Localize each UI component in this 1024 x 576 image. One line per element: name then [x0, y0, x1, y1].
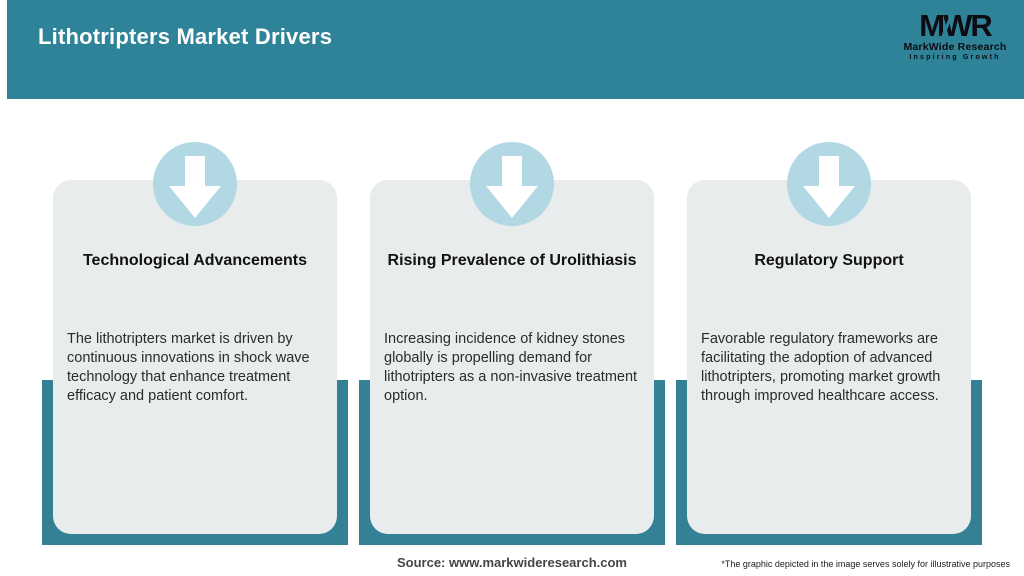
driver-card: Regulatory Support Favorable regulatory … — [687, 180, 971, 534]
driver-card: Rising Prevalence of Urolithiasis Increa… — [370, 180, 654, 534]
down-arrow-icon — [153, 142, 237, 226]
source-text: Source: www.markwideresearch.com — [396, 555, 627, 570]
page-title: Lithotripters Market Drivers — [38, 24, 333, 49]
card-title: Regulatory Support — [754, 252, 904, 269]
driver-column-rising-prevalence: Rising Prevalence of Urolithiasis Increa… — [359, 142, 665, 545]
logo-monogram: MWR — [919, 8, 992, 43]
card-body: Increasing incidence of kidney stones gl… — [384, 331, 638, 404]
logo-company-name: MarkWide Research — [903, 41, 1007, 53]
down-arrow-icon — [470, 142, 554, 226]
card-title: Technological Advancements — [82, 252, 308, 269]
driver-column-regulatory-support: Regulatory Support Favorable regulatory … — [676, 142, 982, 545]
disclaimer-text: *The graphic depicted in the image serve… — [721, 559, 1010, 569]
driver-column-technological-advancements: Technological Advancements The lithotrip… — [42, 142, 348, 545]
logo-tagline: Inspiring Growth — [909, 54, 1001, 61]
down-arrow-icon — [787, 142, 871, 226]
card-body: Favorable regulatory frameworks are faci… — [701, 331, 941, 404]
logo-monogram-text: MWR — [919, 8, 992, 43]
card-body: The lithotripters market is driven by co… — [67, 331, 310, 404]
card-title: Rising Prevalence of Urolithiasis — [387, 252, 637, 269]
markwide-research-logo: MWR MarkWide Research Inspiring Growth — [900, 10, 1010, 61]
driver-card: Technological Advancements The lithotrip… — [53, 180, 337, 534]
header-bar: Lithotripters Market Drivers MWR MarkWid… — [7, 0, 1024, 99]
